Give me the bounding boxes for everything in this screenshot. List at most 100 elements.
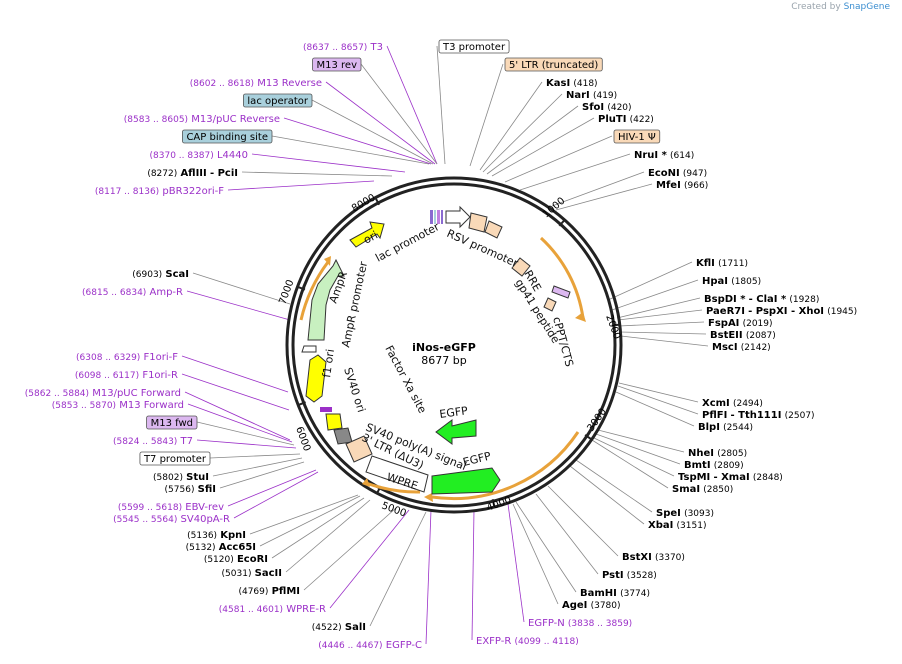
label-M13rev: M13 rev: [312, 57, 362, 72]
sv40-ori-feature: [325, 413, 343, 431]
feature-box-label: CAP binding site: [186, 132, 268, 143]
enzyme-site: (5132): [186, 543, 216, 553]
rre-feature: [511, 257, 531, 277]
label-SalI: (4522) SalI: [312, 622, 366, 633]
leader-line: [611, 279, 699, 311]
label-BstXI: BstXI (3370): [622, 552, 685, 563]
inner-features: [301, 205, 571, 495]
label-pBR322: (8117 .. 8136) pBR322ori-F: [95, 186, 224, 197]
label-XbaI: XbaI (3151): [648, 520, 706, 531]
enzyme-name: BstEII: [710, 330, 743, 341]
enzyme-label: XbaI (3151): [648, 520, 706, 531]
label-F1oriR: (6098 .. 6117) F1ori-R: [75, 370, 178, 381]
label-lacop: lac operator: [243, 93, 313, 108]
feature-box: [504, 57, 603, 72]
leader-line: [617, 309, 703, 321]
enzyme-label: (5120) EcoRI: [204, 554, 268, 565]
label-ScaI: (6903) ScaI: [132, 269, 189, 280]
leader-line: [593, 437, 675, 477]
label-PflFI: PflFI - Tth111I (2507): [702, 410, 815, 421]
ltr3-feature: [345, 435, 373, 463]
label-KpnI: (5136) KpnI: [187, 530, 246, 541]
enzyme-name: AgeI: [562, 600, 587, 611]
enzyme-name: PflMI: [272, 586, 300, 597]
label-HpaI: HpaI (1805): [702, 276, 761, 287]
tick-mark: [611, 323, 621, 327]
primer-label: (5824 .. 5843) T7: [113, 436, 193, 447]
primer-label: (8637 .. 8657) T3: [303, 42, 383, 53]
label-MscI: MscI (2142): [712, 342, 771, 353]
enzyme-name: BmtI: [684, 460, 711, 471]
enzyme-name: XbaI: [648, 520, 673, 531]
primer-name: T3: [370, 42, 383, 53]
enzyme-site: (966): [684, 181, 708, 191]
tick-mark: [296, 285, 306, 291]
enzyme-name: FspAI: [708, 318, 739, 329]
leader-line: [491, 117, 595, 177]
enzyme-extra: - PspXI - XhoI: [748, 306, 824, 317]
leader-line: [575, 459, 653, 513]
label-HIV: HIV-1 Ψ: [613, 129, 661, 144]
primer-label: EGFP-N (3838 .. 3859): [528, 618, 632, 629]
enzyme-site: (2544): [723, 423, 753, 433]
leader-line: [303, 507, 397, 591]
egfp-small-arrow: [435, 419, 477, 445]
enzyme-label: KasI (418): [546, 78, 598, 89]
f1-ori-arrow: [305, 354, 327, 403]
leader-line: [519, 153, 631, 191]
cppt-feature: [543, 297, 557, 312]
enzyme-name: NarI: [566, 90, 590, 101]
leader-line: [187, 403, 293, 443]
enzyme-name: StuI: [186, 472, 209, 483]
primer-name: F1ori-F: [144, 352, 179, 363]
label-BstEII: BstEII (2087): [710, 330, 776, 341]
label-L4440: (8370 .. 8387) L4440: [150, 150, 249, 161]
outer-arcs: [299, 236, 586, 502]
label-SacII: (5031) SacII: [222, 568, 282, 579]
enzyme-site: (418): [573, 79, 597, 89]
enzyme-label: (5136) KpnI: [187, 530, 246, 541]
feat-bar-1: [430, 210, 433, 224]
enzyme-name: PstI: [602, 570, 624, 581]
enzyme-name: BspDI *: [704, 294, 746, 305]
backbone-inner-circle: [291, 182, 617, 508]
feature-box: [438, 39, 510, 54]
enzyme-label: (6903) ScaI: [132, 269, 189, 280]
leader-line: [196, 439, 297, 449]
enzyme-site: (3528): [627, 571, 657, 581]
leader-line: [486, 105, 579, 175]
label-EBVrev: (5599 .. 5618) EBV-rev: [118, 502, 224, 513]
enzyme-site: (6903): [132, 270, 162, 280]
primer-label: (4446 .. 4467) EGFP-C: [318, 640, 422, 651]
leader-line: [620, 335, 709, 347]
primer-range: (8637 .. 8657): [303, 43, 367, 53]
hiv-psi-feature: [484, 220, 503, 239]
inner-label-ori: ori: [361, 228, 380, 246]
leader-line: [619, 331, 707, 335]
credit-prefix: Created by: [791, 2, 841, 12]
primer-name: EBV-rev: [185, 502, 224, 513]
primer-range: (8370 .. 8387): [150, 151, 214, 161]
label-KasI: KasI (418): [546, 78, 598, 89]
feat-bar-2: [434, 210, 436, 224]
enzyme-name: SfoI: [582, 102, 604, 113]
primer-name: pBR322ori-F: [162, 186, 224, 197]
enzyme-label: XcmI (2494): [702, 398, 763, 409]
enzyme-label: (5802) StuI: [153, 472, 209, 483]
inner-label-egfp1: EGFP: [439, 404, 469, 421]
gp41-feature: [551, 285, 571, 299]
leader-line: [591, 439, 669, 489]
ampr-arrow: [307, 258, 345, 341]
primer-range: (5862 .. 5884): [25, 389, 89, 399]
primer-label: (6815 .. 6834) Amp-R: [82, 287, 183, 298]
leader-line: [241, 171, 393, 177]
leader-line: [369, 511, 427, 627]
leader-line: [471, 509, 475, 641]
sv40-ori-mark: [320, 407, 332, 412]
feature-box-label: T7 promoter: [143, 454, 207, 465]
enzyme-label: NheI (2805): [688, 448, 747, 459]
enzyme-label: EcoNI (947): [648, 168, 707, 179]
arc-2-head: [424, 493, 433, 502]
arc-3-head: [362, 478, 370, 487]
